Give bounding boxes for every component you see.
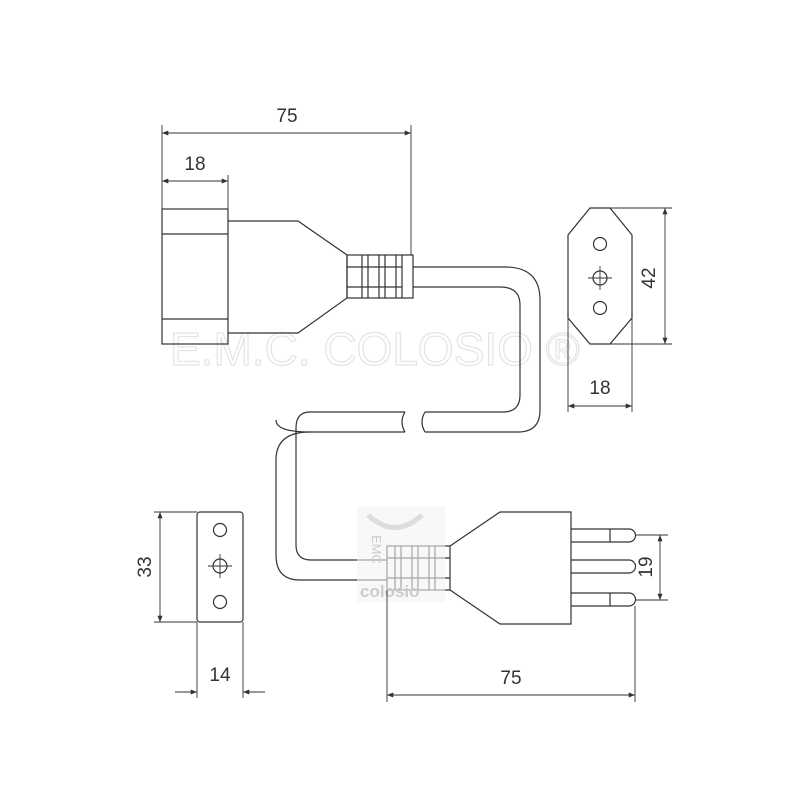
dim-socket-face-width: 18	[589, 378, 610, 399]
dimension-lines	[154, 125, 672, 702]
dim-pin-spacing: 19	[636, 556, 657, 577]
plug-front-view	[196, 511, 244, 623]
dim-socket-face-height: 42	[639, 267, 660, 288]
dim-plug-face-height: 33	[135, 556, 156, 577]
watermark-text: E.M.C. COLOSIO ®	[170, 323, 580, 375]
dimension-labels: 75 18 42 18 33 14 75 19	[135, 106, 660, 689]
cable	[275, 266, 541, 581]
dim-plug-length: 75	[500, 668, 521, 689]
emc-logo: colosio EMC	[357, 506, 445, 602]
svg-text:colosio: colosio	[360, 582, 420, 601]
dim-socket-head-width: 18	[184, 154, 205, 175]
svg-text:EMC: EMC	[369, 535, 384, 564]
socket-side-view	[161, 208, 414, 345]
dim-plug-face-width: 14	[209, 665, 231, 686]
plug-pins	[571, 528, 637, 607]
dim-socket-length: 75	[276, 106, 297, 127]
plug-side-view: colosio EMC	[357, 506, 637, 625]
